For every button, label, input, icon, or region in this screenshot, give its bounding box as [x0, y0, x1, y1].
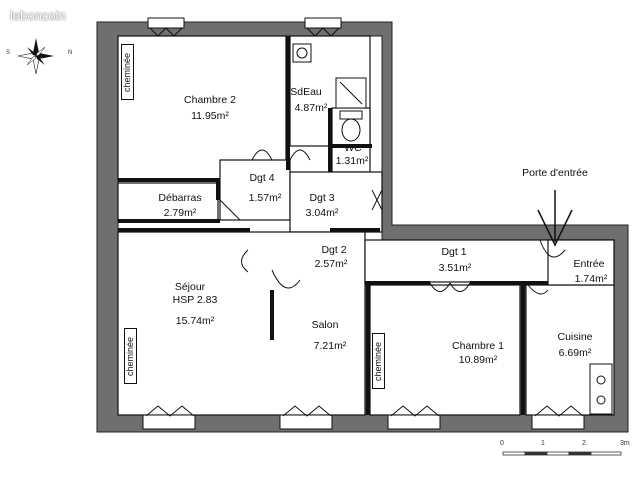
cheminee-label-chambre2: cheminée [121, 44, 134, 100]
room-entree [547, 239, 615, 286]
room-area-dgt2: 2.57m² [314, 258, 348, 270]
room-area-wc: 1.31m² [335, 155, 369, 167]
washer-icon [292, 43, 312, 63]
door-swings [219, 149, 566, 295]
room-name-debarras: Débarras [158, 192, 202, 204]
room-area-dgt4: 1.57m² [248, 192, 282, 204]
watermark: leboncoin [10, 8, 66, 23]
cheminee-label-sejour: cheminée [124, 328, 137, 384]
room-name-dgt2: Dgt 2 [321, 244, 347, 256]
fixtures [292, 43, 613, 415]
scale-tick-3: 3m [620, 440, 630, 447]
room-name-dgt4: Dgt 4 [249, 172, 275, 184]
room-chambre2 [117, 35, 287, 181]
compass-south-label: S [6, 50, 11, 56]
entrance-door-label: Porte d'entrée [522, 167, 588, 179]
scale-tick-0: 0 [500, 440, 504, 447]
room-area-chambre1: 10.89m² [458, 354, 498, 366]
room-name-salon: Salon [311, 319, 339, 331]
room-area-entree: 1.74m² [574, 273, 608, 285]
room-debarras [117, 182, 219, 221]
room-name-chambre1: Chambre 1 [452, 340, 504, 352]
windows [142, 17, 585, 430]
room-name-cuisine: Cuisine [557, 331, 593, 343]
room-area-sdeau: 4.87m² [294, 102, 328, 114]
cheminee-label-chambre1: cheminée [372, 333, 385, 389]
room-name-sdeau: SdEau [290, 86, 322, 98]
room-hsp-sejour: HSP 2.83 [172, 294, 218, 306]
room-name-wc: WC [344, 142, 362, 154]
room-area-chambre2: 11.95m² [191, 110, 229, 122]
room-dgt4 [219, 159, 291, 221]
room-name-dgt1: Dgt 1 [441, 246, 467, 258]
entrance-arrow-icon [537, 190, 573, 247]
scale-bar [502, 451, 622, 456]
room-area-salon: 7.21m² [313, 340, 347, 352]
toilet-icon [339, 110, 363, 120]
room-area-debarras: 2.79m² [163, 207, 197, 219]
compass-north-label: N [68, 50, 73, 56]
room-area-cuisine: 6.69m² [558, 347, 592, 359]
room-name-entree: Entrée [573, 258, 605, 270]
room-area-dgt1: 3.51m² [438, 262, 472, 274]
room-name-dgt3: Dgt 3 [309, 192, 335, 204]
room-name-sejour: Séjour [174, 281, 206, 293]
room-name-chambre2: Chambre 2 [184, 94, 236, 106]
compass-icon [17, 38, 54, 75]
room-area-sejour: 15.74m² [175, 315, 215, 327]
scale-tick-2: 2 [582, 440, 586, 447]
room-dgt3 [289, 171, 383, 233]
stove-icon [589, 363, 613, 415]
room-area-dgt3: 3.04m² [305, 207, 339, 219]
room-chambre1 [369, 284, 521, 416]
scale-tick-1: 1 [541, 440, 545, 447]
partitions [118, 36, 548, 415]
